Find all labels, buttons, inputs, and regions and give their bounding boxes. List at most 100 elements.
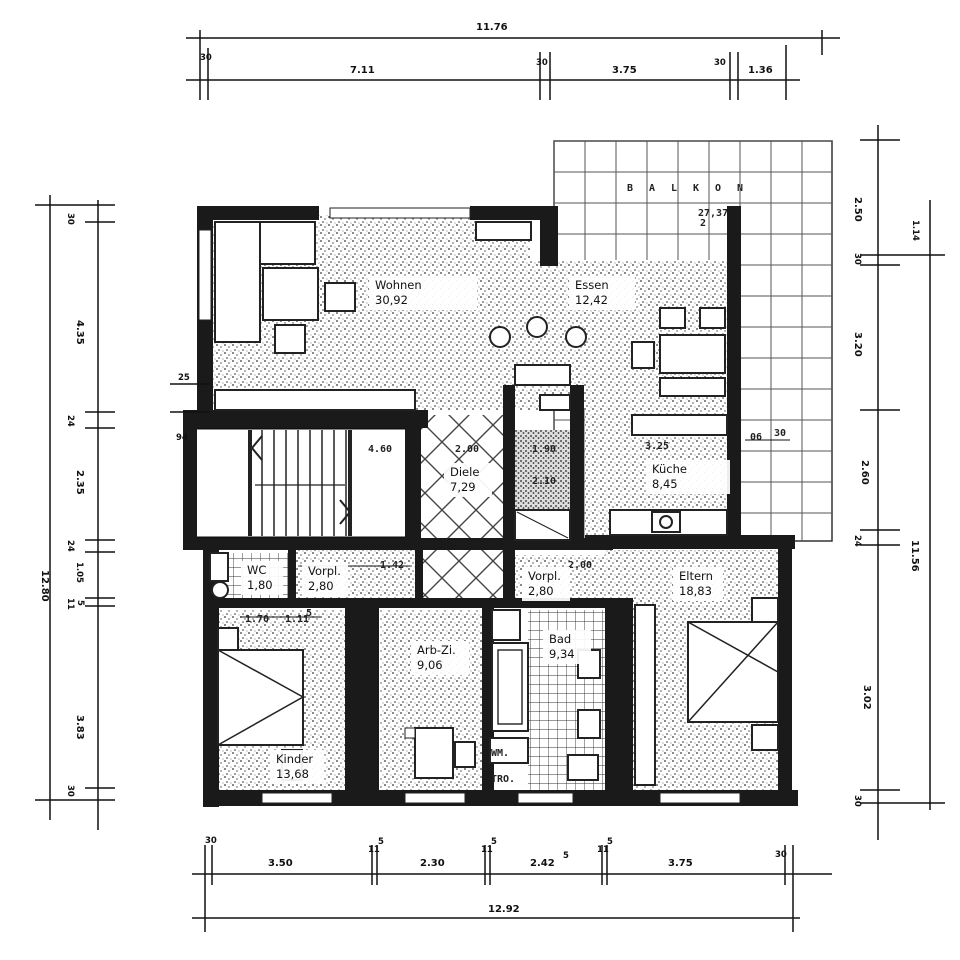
room-essen: Essen 12,42: [569, 276, 635, 310]
room-kinder-name: Kinder: [276, 752, 314, 766]
bottom-dim-g: 11: [597, 845, 609, 855]
right-dim-c: 30: [852, 253, 862, 265]
walls: [183, 206, 798, 807]
right-dim-d: 3.20: [852, 332, 863, 357]
left-total-dim: 12.80: [39, 570, 50, 602]
bottom-total-dim: 12.92: [488, 904, 520, 915]
bottom-dim-d: 2.30: [420, 858, 445, 869]
note-vorpl-width: 2.00: [568, 560, 592, 571]
room-bad: Bad 9,34: [543, 630, 591, 664]
left-dim-h: 3.83: [74, 715, 85, 740]
top-dim-f: 1.36: [748, 65, 773, 76]
room-bad-area: 9,34: [549, 647, 575, 661]
room-diele-name: Diele: [450, 465, 480, 479]
left-dim-a: 30: [65, 213, 75, 225]
dimension-lines: [35, 30, 945, 932]
left-dim-b: 4.35: [74, 320, 85, 345]
room-eltern: Eltern 18,83: [673, 567, 723, 601]
right-dim-f: 24: [852, 535, 862, 547]
room-vorpl-left-area: 2,80: [308, 579, 334, 593]
bottom-dim-f-sup: 5: [563, 851, 569, 861]
bottom-dim-g-sup: 5: [607, 837, 613, 847]
room-wohnen-name: Wohnen: [375, 278, 422, 292]
dimension-labels: 11.76 30 7.11 30 3.75 30 1.36 30 3.50 11…: [39, 22, 920, 915]
left-dim-f: 1.05: [74, 562, 84, 583]
room-essen-name: Essen: [575, 278, 609, 292]
left-dim-j: 25: [178, 373, 190, 383]
room-vorpl-right-name: Vorpl.: [528, 569, 561, 583]
room-arbzi: Arb-Zi. 9,06: [411, 641, 469, 675]
room-bad-name: Bad: [549, 632, 572, 646]
note-diele-width: 2.00: [455, 444, 479, 455]
note-wc-mid: 2.10: [532, 476, 556, 487]
windows: [198, 207, 741, 804]
balcony-area: 27,37: [698, 208, 728, 219]
room-kinder: Kinder 13,68: [270, 750, 324, 784]
bottom-dim-e: 11: [481, 845, 493, 855]
right-dim-e: 2.60: [859, 460, 870, 485]
room-arbzi-area: 9,06: [417, 658, 443, 672]
left-dim-g: 11: [65, 598, 75, 610]
note-kinder-sup: 5: [306, 608, 312, 619]
room-kinder-area: 13,68: [276, 767, 309, 781]
room-wc: WC 1,80: [241, 561, 283, 595]
bottom-dim-c-sup: 5: [378, 837, 384, 847]
room-wohnen-area: 30,92: [375, 293, 408, 307]
balcony-title: BALKON: [627, 183, 759, 194]
right-dim-a: 2.50: [852, 197, 863, 222]
bottom-dim-a: 30: [205, 836, 217, 846]
staircase: [193, 426, 412, 540]
right-dim-h: 30: [852, 795, 862, 807]
note-wc-top: 1.90: [532, 444, 556, 455]
room-kueche: Küche 8,45: [646, 460, 730, 494]
room-vorpl-left-name: Vorpl.: [308, 564, 341, 578]
room-kueche-area: 8,45: [652, 477, 678, 491]
room-wc-area: 1,80: [247, 578, 273, 592]
note-kueche-width: 3.25: [645, 441, 669, 452]
note-stair-width: 4.60: [368, 444, 392, 455]
inner-notes: 4.60 2.00 1.90 2.10 3.25 06 30 2.00 1.42…: [176, 428, 786, 625]
top-dim-e: 30: [714, 58, 726, 68]
bottom-dim-b: 3.50: [268, 858, 293, 869]
room-diele: Diele 7,29: [444, 463, 492, 497]
right-dim-g: 3.02: [861, 685, 872, 710]
bottom-dim-c: 11: [368, 845, 380, 855]
note-vorpl-left-width: 1.42: [380, 560, 404, 571]
right-total-dim: 11.56: [909, 540, 920, 572]
left-dim-i: 30: [65, 785, 75, 797]
furniture: WM. TRO.: [209, 221, 779, 786]
bottom-dim-h: 3.75: [668, 858, 693, 869]
room-kueche-name: Küche: [652, 462, 687, 476]
top-dim-b: 7.11: [350, 65, 375, 76]
left-dim-d: 2.35: [74, 470, 85, 495]
room-vorpl-right: Vorpl. 2,80: [522, 567, 570, 601]
room-eltern-name: Eltern: [679, 569, 713, 583]
room-eltern-area: 18,83: [679, 584, 712, 598]
left-dim-g-sup: 5: [75, 600, 85, 606]
left-dim-e: 24: [65, 540, 75, 552]
note-30: 30: [774, 428, 786, 439]
tro-label: TRO.: [491, 774, 515, 785]
left-dim-c: 24: [65, 415, 75, 427]
top-dim-d: 3.75: [612, 65, 637, 76]
bottom-dim-e-sup: 5: [491, 837, 497, 847]
bottom-dim-f: 2.42: [530, 858, 555, 869]
note-06: 06: [750, 432, 762, 443]
room-wc-name: WC: [247, 563, 267, 577]
room-arbzi-name: Arb-Zi.: [417, 643, 456, 657]
balcony-area-fraction: 2: [700, 218, 706, 229]
room-vorpl-right-area: 2,80: [528, 584, 554, 598]
note-kinder-width2: 1.11: [285, 614, 309, 625]
bottom-dim-i: 30: [775, 850, 787, 860]
note-kinder-width: 1.70: [245, 614, 269, 625]
room-vorpl-left: Vorpl. 2,80: [302, 562, 348, 596]
note-left-mark: 94: [176, 433, 188, 443]
room-wohnen: Wohnen 30,92: [369, 276, 477, 310]
top-dim-c: 30: [536, 58, 548, 68]
room-essen-area: 12,42: [575, 293, 608, 307]
room-diele-area: 7,29: [450, 480, 476, 494]
top-total-dim: 11.76: [476, 22, 508, 33]
right-dim-b: 1.14: [910, 220, 920, 241]
top-dim-a: 30: [200, 53, 212, 63]
wm-label: WM.: [491, 748, 509, 759]
